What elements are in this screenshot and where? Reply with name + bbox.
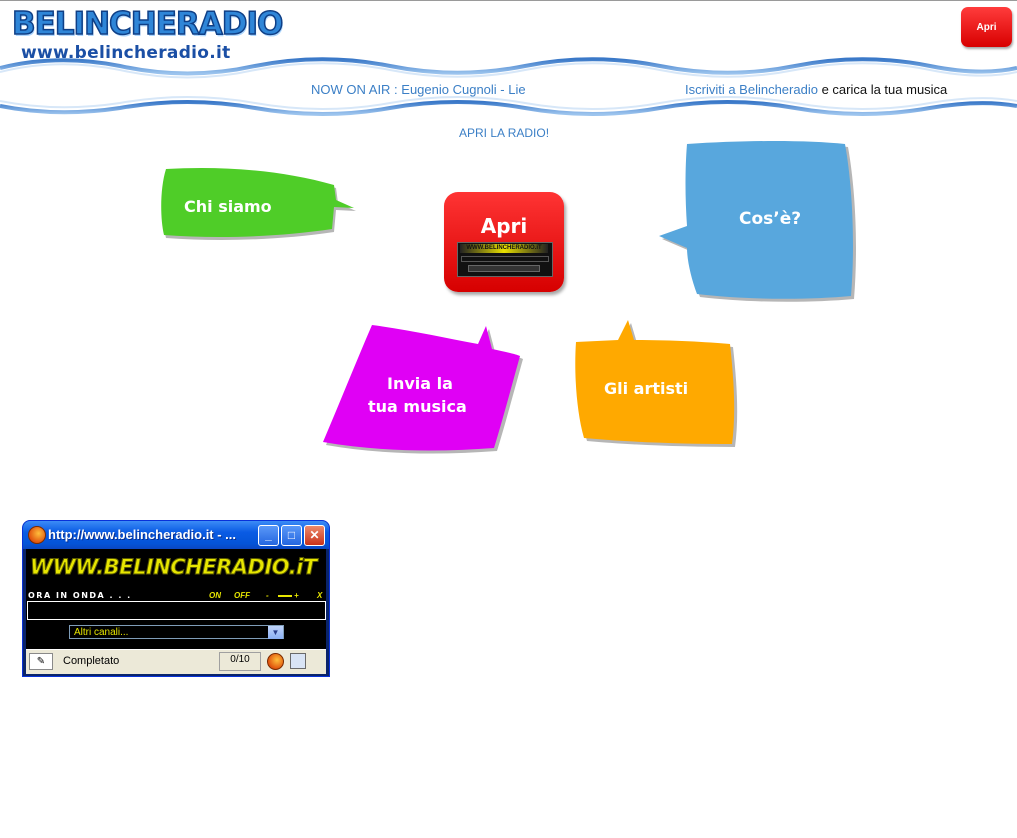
close-icon: ✕ [309,528,320,542]
status-bar: ✎ Completato 0/10 [26,649,326,674]
orange-speech-bubble-shape [575,320,738,447]
apri-label: Apri [480,214,528,238]
cose-label: Cos’è? [739,209,802,229]
mini-banner: WWW.BELINCHERADIO.iT [460,244,548,253]
volume-slider[interactable] [278,595,292,597]
gli-artisti-label: Gli artisti [604,379,689,398]
site-header: BELINCHERADIO www.belincheradio.it Apri [0,0,1017,120]
ora-in-onda-label: ORA IN ONDA . . . [28,591,132,600]
gli-artisti-bubble[interactable]: Gli artisti [572,320,742,450]
minimize-icon: _ [265,528,272,542]
maximize-button[interactable]: □ [281,525,302,546]
track-display [27,601,326,620]
invia-label-line2: tua musica [368,397,467,416]
firefox-icon [28,526,46,544]
player-content: WWW.BELINCHERADIO.iT ORA IN ONDA . . . O… [26,549,326,649]
blue-speech-bubble-shape [659,141,856,302]
chi-siamo-label: Chi siamo [184,197,272,216]
cose-bubble[interactable]: Cos’è? [657,138,862,306]
popup-titlebar[interactable]: http://www.belincheradio.it - ... _ □ ✕ [23,521,329,549]
logo-url: www.belincheradio.it [21,43,231,63]
page-info-icon[interactable] [290,653,306,669]
chi-siamo-bubble[interactable]: Chi siamo [158,163,358,243]
wave-decoration [0,57,1017,116]
apri-la-radio-link[interactable]: APRI LA RADIO! [459,126,550,140]
edit-icon: ✎ [29,653,53,670]
signup-link[interactable]: Iscriviti a Belincheradio [685,82,818,97]
off-button[interactable]: OFF [234,591,250,600]
chevron-down-icon[interactable]: ▼ [268,626,283,639]
maximize-icon: □ [287,528,296,542]
green-speech-bubble-shape [161,167,356,240]
close-button[interactable]: ✕ [304,525,325,546]
magenta-speech-bubble-shape [323,325,523,454]
radio-popup-window[interactable]: http://www.belincheradio.it - ... _ □ ✕ … [23,521,329,676]
mini-player-preview: WWW.BELINCHERADIO.iT [457,242,553,277]
minimize-button[interactable]: _ [258,525,279,546]
apri-radio-button[interactable]: Apri WWW.BELINCHERADIO.iT [444,192,566,294]
now-on-air-text[interactable]: NOW ON AIR : Eugenio Cugnoli - Lie [311,82,526,97]
top-border [0,0,1017,1]
on-button[interactable]: ON [209,591,221,600]
status-text: Completato [63,655,120,667]
invia-label-line1: Invia la [387,374,453,393]
popup-title: http://www.belincheradio.it - ... [48,527,237,542]
signup-text: Iscriviti a Belincheradio e carica la tu… [685,82,947,97]
channels-select[interactable]: Altri canali... ▼ [69,625,284,639]
volume-up-button[interactable]: + [294,591,299,600]
player-banner: WWW.BELINCHERADIO.iT [30,553,324,581]
mini-select [468,265,540,272]
channels-select-value: Altri canali... [74,627,129,638]
logo-wordmark: BELINCHERADIO [11,5,284,43]
signup-rest-text: e carica la tua musica [817,82,948,97]
invia-musica-bubble[interactable]: Invia la tua musica [320,322,525,456]
player-close-button[interactable]: X [317,591,323,600]
firefox-status-icon [267,653,284,670]
mini-track-line [461,256,549,262]
status-count: 0/10 [219,652,261,671]
volume-down-button[interactable]: - [266,591,269,600]
apri-header-button[interactable]: Apri [961,7,1012,47]
belincheradio-logo[interactable]: BELINCHERADIO www.belincheradio.it [11,5,284,66]
